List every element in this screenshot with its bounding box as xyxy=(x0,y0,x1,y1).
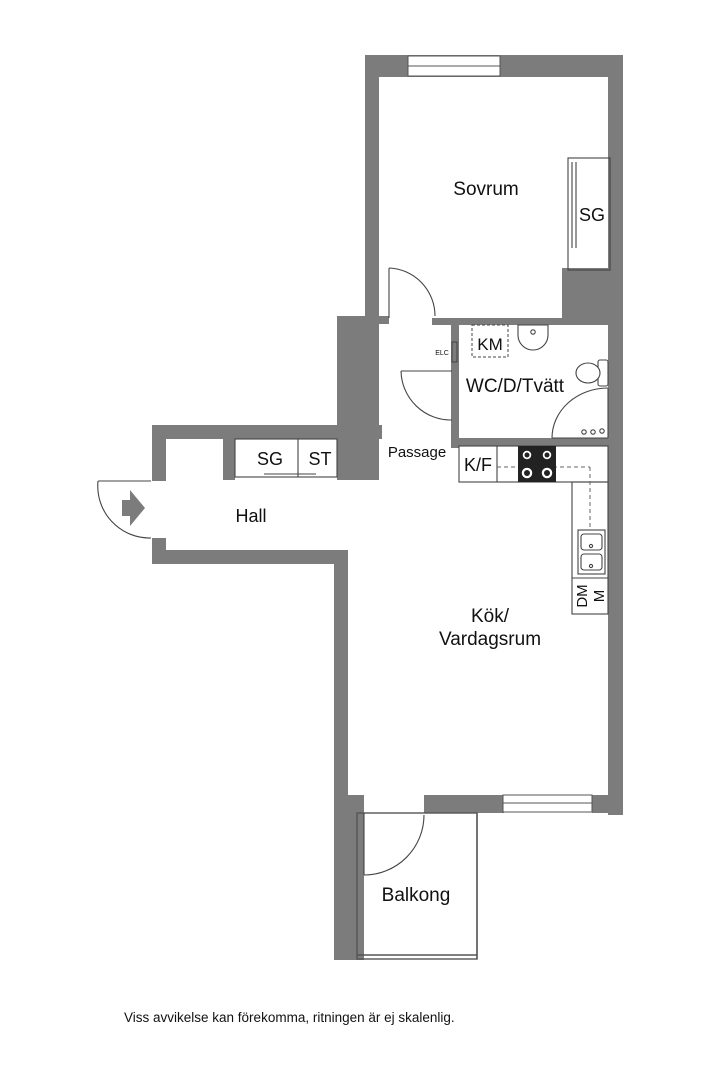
shower-icon xyxy=(551,387,609,439)
toilet-icon xyxy=(575,359,609,387)
fixture-label-electric-cabinet: ELC xyxy=(435,350,449,357)
fixture-label-dishwasher-top: DM xyxy=(574,584,591,607)
washbasin-icon xyxy=(517,324,549,351)
room-label-hall: Hall xyxy=(235,506,266,526)
balcony xyxy=(356,812,478,960)
doors xyxy=(97,267,453,876)
washing-machine xyxy=(471,324,509,358)
room-label-bedroom: Sovrum xyxy=(453,179,518,200)
disclaimer-text: Viss avvikelse kan förekomma, ritningen … xyxy=(124,1010,455,1025)
hall-wardrobe xyxy=(234,438,338,478)
upper-cabinets xyxy=(497,466,591,530)
windows xyxy=(407,55,593,813)
sink-icon xyxy=(577,529,606,575)
fixture-label-hall-storage: ST xyxy=(308,449,331,469)
entrance-arrow-icon xyxy=(122,490,145,526)
fixture-label-bedroom-wardrobe: SG xyxy=(579,205,605,225)
labels: Sovrum SG KM ELC WC/D/Tvätt Passage SG S… xyxy=(235,179,608,906)
stove-icon xyxy=(518,446,556,482)
fixture-label-fridge-freezer: K/F xyxy=(464,455,492,475)
fixture-label-hall-wardrobe: SG xyxy=(257,449,283,469)
room-label-passage: Passage xyxy=(388,444,446,461)
bedroom-wardrobe xyxy=(567,157,611,271)
electric-cabinet xyxy=(451,341,458,363)
room-label-kitchen-line2: Vardagsrum xyxy=(439,629,541,650)
fixture-label-dishwasher-bottom: M xyxy=(591,590,608,603)
room-label-bathroom: WC/D/Tvätt xyxy=(466,376,565,397)
room-label-balcony: Balkong xyxy=(382,885,451,906)
fixture-label-washing-machine: KM xyxy=(477,335,503,354)
walls xyxy=(152,55,623,960)
room-label-kitchen-line1: Kök/ xyxy=(471,606,510,627)
